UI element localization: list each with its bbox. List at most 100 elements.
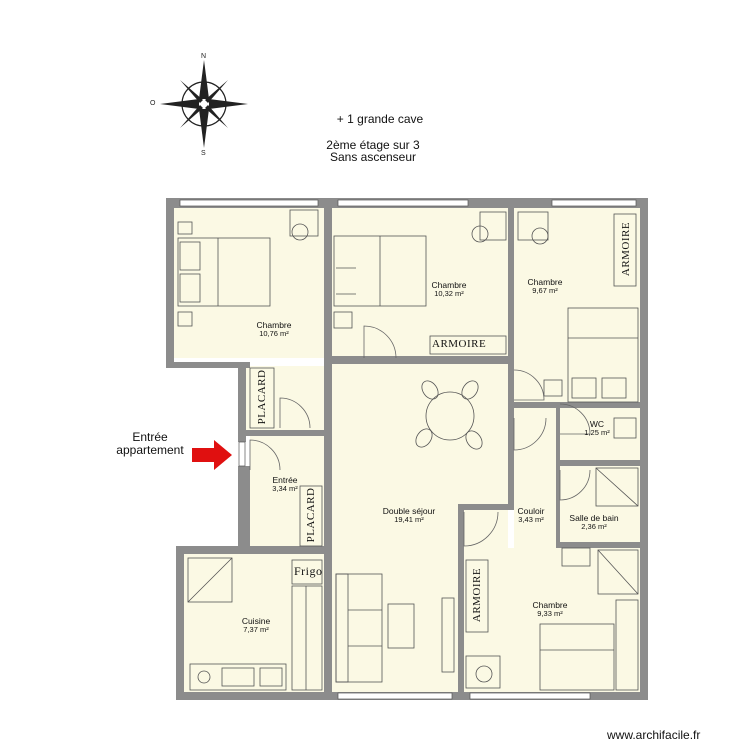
armoire-right-box <box>613 213 637 287</box>
room-chambre3-area: 9,67 m² <box>532 286 558 295</box>
compass-sw <box>180 105 203 128</box>
kitchen-counter <box>189 663 287 691</box>
wall-left-upper <box>166 198 174 368</box>
room-chambre4-name: Chambre <box>532 600 568 610</box>
chair-ch3 <box>531 227 549 245</box>
floor-chambre1 <box>174 208 324 358</box>
nightstand-ch1-a <box>177 221 193 235</box>
floor-chambre3 <box>514 208 640 404</box>
door-wc <box>559 403 591 435</box>
wall-entree-sejour <box>324 358 332 692</box>
door-ch3 <box>513 369 545 401</box>
floor-couloir <box>514 408 556 556</box>
compass-s <box>199 109 209 148</box>
doors <box>249 325 591 547</box>
chair-s1 <box>421 380 439 400</box>
nightstand-ch2 <box>333 311 353 329</box>
sink <box>221 667 255 687</box>
armoire-top-label: ARMOIRE <box>432 338 487 350</box>
placard2-box <box>299 485 323 547</box>
wall-left-step <box>166 362 250 368</box>
compass-south-label: S <box>201 150 206 157</box>
floor-sdb <box>560 466 640 542</box>
door-entree <box>249 439 281 471</box>
chair-s3 <box>415 428 433 448</box>
compass-west-label: O <box>150 100 156 107</box>
bed-ch3-p2 <box>601 377 627 399</box>
room-couloir-area: 3,43 m² <box>518 515 544 524</box>
wall-kitchen-left <box>176 546 184 700</box>
shower <box>595 467 639 507</box>
door-ch1 <box>279 397 311 429</box>
floor-wc <box>560 408 640 462</box>
room-chambre2-name: Chambre <box>431 280 467 290</box>
entry-label: Entrée appartement <box>110 431 190 457</box>
pillow-ch1-b <box>179 273 201 303</box>
window-ch4-bottom <box>469 692 591 700</box>
wardrobe-ch4 <box>615 599 639 691</box>
bed-ch4 <box>539 623 615 691</box>
shower-d1 <box>595 467 639 507</box>
frigo-label: Frigo <box>294 564 323 578</box>
wall-couloir-right <box>556 404 560 548</box>
chair-s2 <box>461 380 479 400</box>
wall-wc-sdb <box>556 460 648 466</box>
wall-sdb-ch4 <box>556 542 648 548</box>
chair-ch4 <box>475 665 493 683</box>
wall-couloir-sejour <box>508 404 514 508</box>
room-chambre3-name: Chambre <box>527 277 563 287</box>
floor-chambre4 <box>462 548 640 692</box>
room-cuisine-name: Cuisine <box>241 616 271 626</box>
placard1-label: PLACARD <box>256 369 268 425</box>
wall-sejour-ch4 <box>458 504 464 692</box>
desk-ch4 <box>465 655 501 689</box>
window-entry <box>238 441 246 467</box>
wall-placard-entree <box>244 430 328 436</box>
bed-ch3-p1 <box>571 377 597 399</box>
wall-entry-left <box>238 362 246 442</box>
window-ch1 <box>179 199 319 207</box>
wall-ch1-ch2 <box>324 198 332 358</box>
room-sejour-name: Double séjour <box>382 506 436 516</box>
credit-text: www.archifacile.fr <box>607 728 701 742</box>
door-sdb <box>559 469 591 501</box>
nightstand-ch3 <box>543 379 563 397</box>
bed-ch1 <box>177 237 271 307</box>
compass-se <box>205 105 228 128</box>
room-couloir-name: Couloir <box>517 506 545 516</box>
room-entree-name: Entrée <box>272 475 298 485</box>
dining-table <box>425 391 475 441</box>
armoire-top-box <box>429 335 507 355</box>
room-entree-area: 3,34 m² <box>272 484 298 493</box>
window-sejour-bottom <box>337 692 453 700</box>
pillow-ch1-a <box>179 241 201 271</box>
armoire-bottom-box <box>465 559 489 633</box>
entry-label-line1: Entrée <box>132 430 168 444</box>
entry-arrow <box>192 440 232 470</box>
nightstand-ch1-b <box>177 311 193 327</box>
window-ch3 <box>551 199 637 207</box>
compass <box>160 60 248 148</box>
room-chambre1-name: Chambre <box>256 320 292 330</box>
room-chambre2-area: 10,32 m² <box>434 289 464 298</box>
washbasin <box>561 547 591 567</box>
note-elevator: Sans ascenseur <box>329 150 417 164</box>
armoire-bottom-label: ARMOIRE <box>471 567 483 623</box>
door-couloir <box>513 417 547 451</box>
bed-ch3 <box>567 307 639 403</box>
room-sdb-area: 2,36 m² <box>581 522 607 531</box>
compass-w <box>160 99 199 109</box>
wall-kitchen-top <box>176 546 326 554</box>
wall-sejour-couloir <box>458 504 514 510</box>
placard1-box <box>249 367 275 429</box>
compass-n <box>199 60 209 99</box>
room-chambre4-area: 9,33 m² <box>537 609 563 618</box>
wall-right <box>640 198 648 698</box>
door-sejour-couloir <box>463 511 499 547</box>
window-ch2 <box>337 199 469 207</box>
fridge-box <box>291 559 323 585</box>
sofa-back <box>335 573 349 683</box>
desk-ch1 <box>289 209 319 237</box>
wc-bowl <box>613 417 637 439</box>
room-chambre1-area: 10,76 m² <box>259 329 289 338</box>
